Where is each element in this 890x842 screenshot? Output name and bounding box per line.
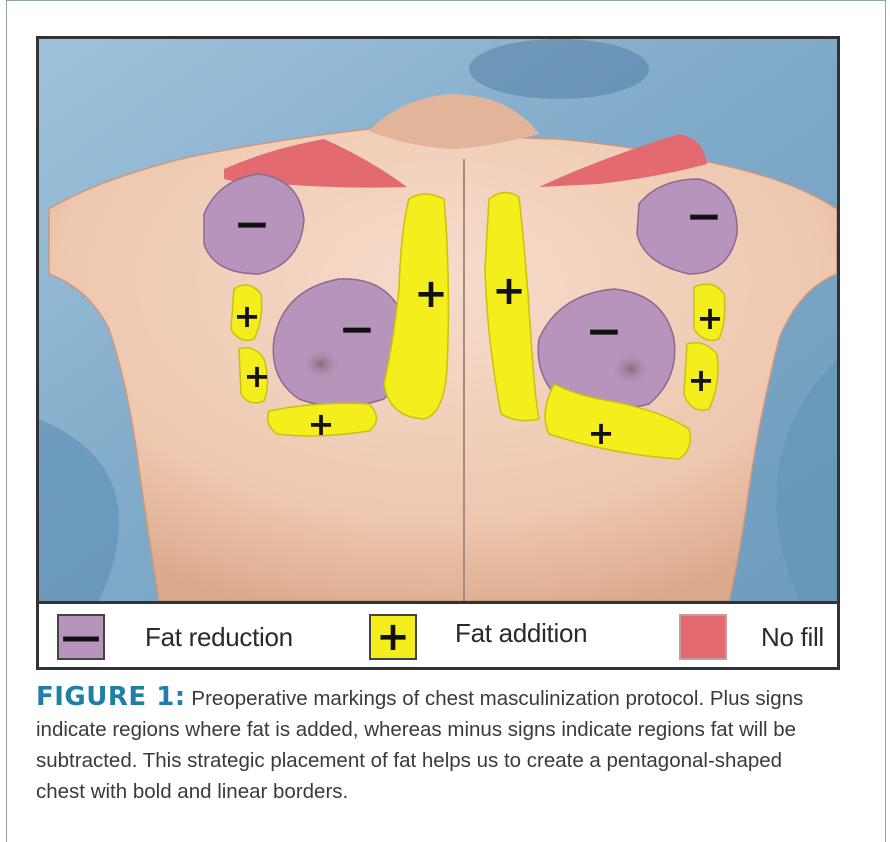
legend-plus-sign: + [371, 616, 415, 658]
plus-sign: + [308, 405, 335, 443]
plus-sign: + [588, 414, 615, 452]
legend-label-fat-reduction: Fat reduction [145, 622, 293, 653]
nipple [613, 354, 649, 384]
legend-minus-sign: — [59, 616, 103, 658]
figure-caption: FIGURE 1: Preoperative markings of chest… [36, 682, 836, 807]
chest-illustration: − − − − + + + + + + + + [39, 39, 837, 601]
minus-sign: − [339, 304, 376, 355]
minus-sign: − [234, 199, 271, 250]
minus-sign: − [586, 306, 623, 357]
minus-sign: − [686, 191, 723, 242]
figure-label: FIGURE 1: [36, 682, 186, 712]
plus-sign: + [244, 357, 271, 395]
plus-sign: + [414, 271, 448, 317]
legend-label-fat-addition: Fat addition [455, 618, 587, 649]
plus-sign: + [697, 299, 724, 337]
legend-swatch-no-fill [679, 614, 727, 660]
legend-swatch-fat-addition: + [369, 614, 417, 660]
background-highlight [469, 39, 649, 99]
plus-sign: + [234, 297, 261, 335]
legend: — Fat reduction + Fat addition No fill [39, 601, 837, 670]
legend-swatch-fat-reduction: — [57, 614, 105, 660]
figure-panel: − − − − + + + + + + + + — Fat reduction … [36, 36, 840, 670]
legend-label-no-fill: No fill [761, 622, 824, 653]
plus-sign: + [492, 268, 526, 314]
plus-sign: + [688, 361, 715, 399]
nipple [303, 349, 339, 379]
